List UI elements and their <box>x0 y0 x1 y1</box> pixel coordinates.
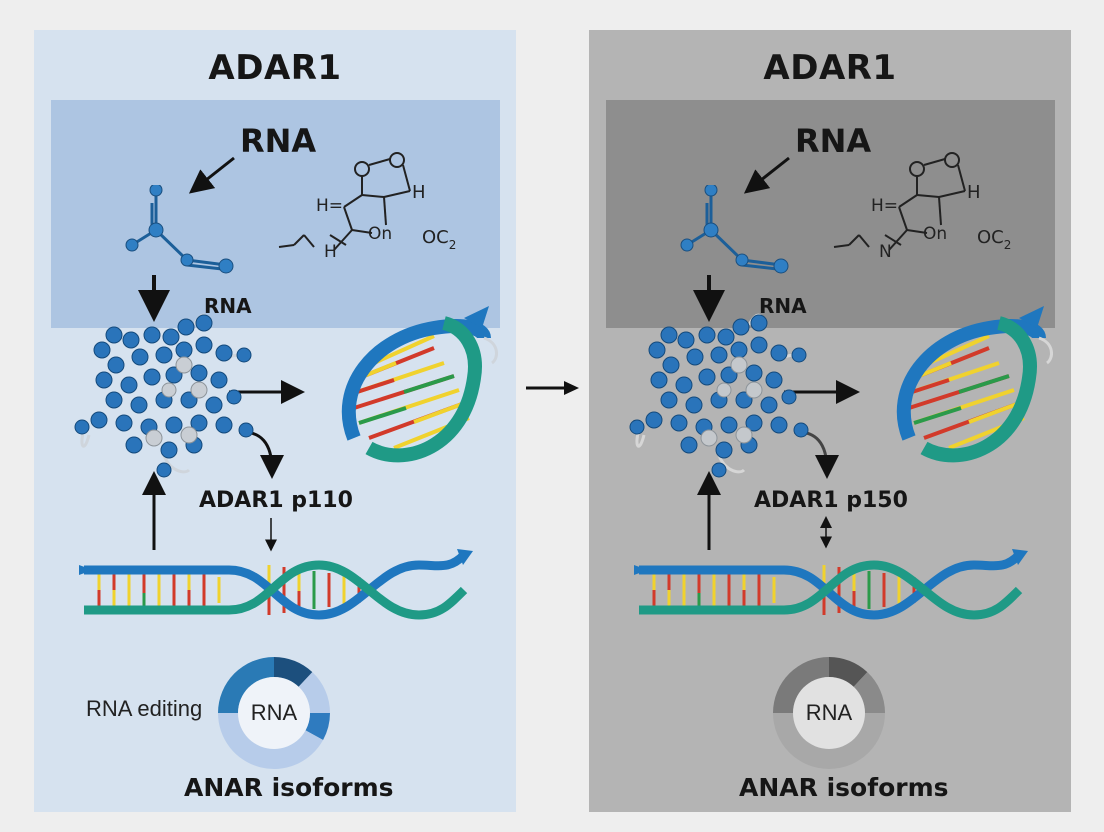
donut-center-label: RNA <box>805 700 853 725</box>
donut-segment-1 <box>853 672 885 713</box>
isoforms-label: ANAR isoforms <box>739 773 949 802</box>
donut-segments <box>773 657 885 769</box>
donut-segment-3 <box>218 713 324 769</box>
panel-title: ADAR1 <box>208 48 342 88</box>
rna-label-mid: RNA <box>759 294 807 318</box>
chem-oc: OC2 <box>422 227 456 252</box>
rna-band <box>606 100 1055 328</box>
enzyme-label: ADAR1 p150 <box>754 488 908 513</box>
isoforms-donut-chart <box>218 657 330 769</box>
protein-glob-icon <box>629 313 809 478</box>
protein-glob-icon <box>74 313 254 478</box>
panel-left: ADAR1 RNA RNA ADAR1 p110 RNA editing ANA… <box>34 30 516 812</box>
dna-strand-blue <box>639 551 1023 620</box>
rna-molecule-icon <box>680 185 789 274</box>
donut-center-label: RNA <box>250 700 298 725</box>
dna-helix-icon <box>634 549 1028 620</box>
chem-oc: OC2 <box>977 227 1011 252</box>
dna-strand-teal <box>639 560 1023 620</box>
enzyme-label: ADAR1 p110 <box>199 488 353 513</box>
dna-strand-teal <box>84 560 468 620</box>
panel-title: ADAR1 <box>763 48 897 88</box>
chem-h-right: H <box>967 182 981 203</box>
donut-segments <box>218 657 330 769</box>
donut-segment-0 <box>274 657 313 687</box>
helix-strand-teal <box>365 316 482 463</box>
rna-label-top: RNA <box>240 122 317 160</box>
dna-strand-blue <box>84 551 468 620</box>
rna-helix-icon <box>896 306 1053 463</box>
dna-helix-icon <box>79 549 473 620</box>
donut-segment-2 <box>305 713 330 740</box>
helix-strand-blue <box>896 319 1046 441</box>
glob-beads <box>629 314 809 478</box>
rna-editing-label: RNA editing <box>86 696 203 721</box>
helix-strand-teal <box>920 316 1037 463</box>
rna-label-top: RNA <box>795 122 872 160</box>
chem-o-n: On <box>923 224 947 244</box>
rna-molecule-icon <box>125 185 234 274</box>
donut-hole <box>793 677 865 749</box>
panel-right: ADAR1 RNA RNA ADAR1 p150 ANAR isoforms O… <box>589 30 1071 812</box>
rna-label-mid: RNA <box>204 294 252 318</box>
isoforms-label: ANAR isoforms <box>184 773 394 802</box>
right-arrow-icon <box>526 381 579 395</box>
chem-h-right: H <box>412 182 426 203</box>
donut-segment-1 <box>298 672 330 713</box>
chem-h-left: H= <box>316 196 343 216</box>
rna-helix-icon <box>341 306 498 463</box>
chem-h-bottom: H <box>324 242 337 262</box>
arrow-to-molecule <box>743 156 790 194</box>
glob-grey-beads <box>145 356 208 447</box>
glob-grey-beads <box>700 356 763 447</box>
donut-segment-4 <box>218 657 274 713</box>
isoforms-donut-chart <box>773 657 885 769</box>
rna-band <box>51 100 500 328</box>
donut-segment-3 <box>773 657 829 713</box>
donut-segment-2 <box>773 713 885 769</box>
chemical-structure-icon: O H H= H On OC2 <box>278 152 456 262</box>
chem-n-bottom: N <box>879 242 892 262</box>
helix-strand-blue <box>341 319 491 441</box>
chemical-structure-icon: O H H= N On OC2 <box>833 152 1011 262</box>
chem-h-left: H= <box>871 196 898 216</box>
arrow-to-molecule <box>188 156 235 194</box>
chem-o-n: On <box>368 224 392 244</box>
glob-beads <box>74 314 254 478</box>
donut-segment-0 <box>829 657 868 687</box>
donut-hole <box>238 677 310 749</box>
